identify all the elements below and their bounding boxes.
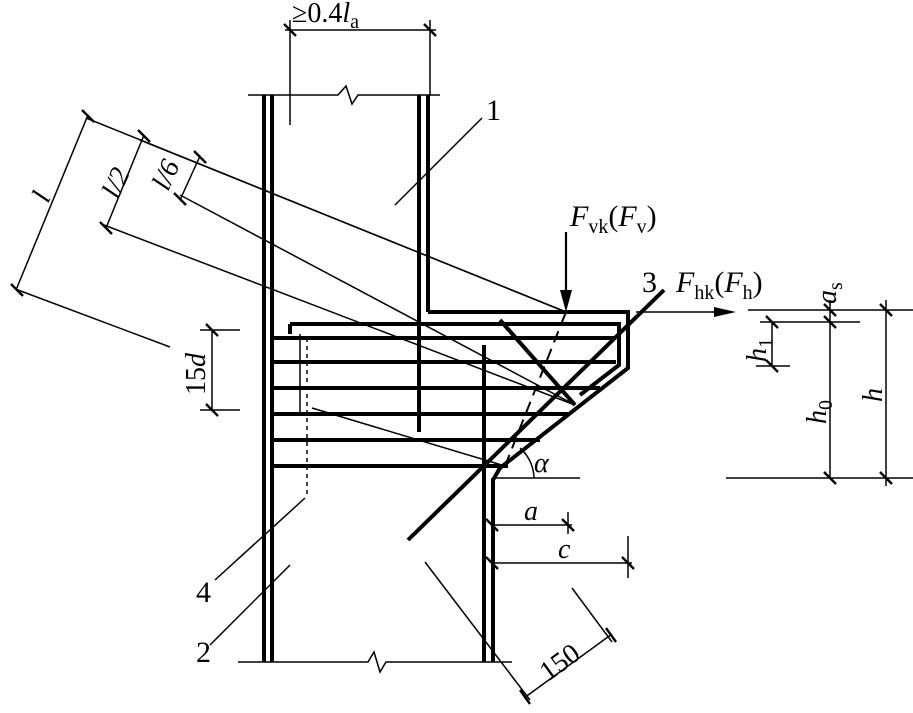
bent-up-bar-upper <box>498 318 577 407</box>
slanted-dimension-system <box>10 109 576 467</box>
corbel-main-bar <box>290 322 621 397</box>
tick-c-right <box>621 556 635 570</box>
ext-line-bottom <box>17 289 171 348</box>
dim-15d-tick-bottom <box>205 403 219 417</box>
force-vertical-label: Fvk(Fv) <box>569 200 657 238</box>
a-c-dimensions <box>485 512 635 578</box>
tick-l-top <box>81 109 95 123</box>
ext-line-lower <box>311 407 506 467</box>
ext-line-half <box>139 139 567 313</box>
anchorage-label: ≥0.4la <box>292 0 359 33</box>
tick-a-right <box>561 518 575 532</box>
label-l-sixth: l/6 <box>146 155 186 195</box>
tick-l-sixth-bottom <box>173 192 187 206</box>
label-h: h <box>858 388 889 402</box>
bottom-break-line <box>238 650 512 674</box>
tick-as-top <box>823 303 837 317</box>
tick-h1-bottom <box>765 359 779 373</box>
callout-3: 3 <box>642 266 657 299</box>
tick-h0-top <box>823 315 837 329</box>
label-l: l <box>26 187 58 207</box>
corbel-outline <box>288 310 630 482</box>
label-h1: h1 <box>742 338 777 362</box>
tick-h-top <box>879 303 893 317</box>
tick-150-left <box>519 689 531 705</box>
leader-2 <box>209 564 291 646</box>
ext-line-half-low <box>103 224 576 406</box>
leader-1 <box>394 117 483 206</box>
label-c: c <box>558 534 571 565</box>
force-vertical-arrowhead <box>560 290 572 312</box>
column-outline <box>262 95 495 662</box>
alpha-arc <box>519 447 535 479</box>
label-alpha: α <box>534 448 550 479</box>
dim-line-150 <box>523 633 613 699</box>
corbel-face <box>428 310 630 482</box>
height-dimensions <box>726 300 913 486</box>
label-a: a <box>524 496 538 527</box>
anchorage-dimension <box>283 20 437 125</box>
force-horizontal-arrowhead <box>714 307 736 317</box>
label-15d: 15d <box>181 352 212 395</box>
dim-15d-tick-top <box>205 323 219 337</box>
anchorage-tick-left <box>283 23 297 37</box>
bent-up-bar <box>406 288 666 542</box>
label-h0: h0 <box>802 400 837 424</box>
dim-line-l <box>15 114 89 291</box>
dim-line-l-sixth <box>179 155 201 201</box>
ext-line-sixth <box>179 194 576 406</box>
dim-line-l-half <box>105 134 145 229</box>
force-horizontal-label: Fhk(Fh) <box>675 266 763 304</box>
tick-l-sixth-top <box>193 150 207 164</box>
tick-l-half-bottom <box>99 221 113 235</box>
callout-leaders <box>209 117 483 646</box>
callout-4: 4 <box>196 576 211 609</box>
tick-a-left <box>485 518 499 532</box>
tick-h-bottom <box>879 471 893 485</box>
ext-line-150-left <box>424 561 531 701</box>
horizontal-stirrups <box>272 336 616 468</box>
load-path-dashed-line <box>504 311 567 467</box>
leader-4 <box>214 497 306 581</box>
callout-2: 2 <box>196 636 211 669</box>
dimension-150 <box>424 561 617 705</box>
break-lines <box>238 84 512 674</box>
stirrup-ends <box>299 334 308 494</box>
label-as: as <box>812 282 847 304</box>
tick-h1-top <box>765 315 779 329</box>
tick-h0-bottom <box>823 471 837 485</box>
top-break-line <box>248 84 440 106</box>
tick-c-left <box>485 556 499 570</box>
label-150: 150 <box>534 638 586 688</box>
callout-1: 1 <box>486 94 501 127</box>
anchorage-tick-right <box>423 23 437 37</box>
ext-line-150-right <box>571 587 613 643</box>
dimension-15d <box>200 323 240 417</box>
tick-l-half-top <box>137 129 151 143</box>
tick-l-bottom <box>10 283 24 297</box>
tick-150-right <box>605 627 617 643</box>
